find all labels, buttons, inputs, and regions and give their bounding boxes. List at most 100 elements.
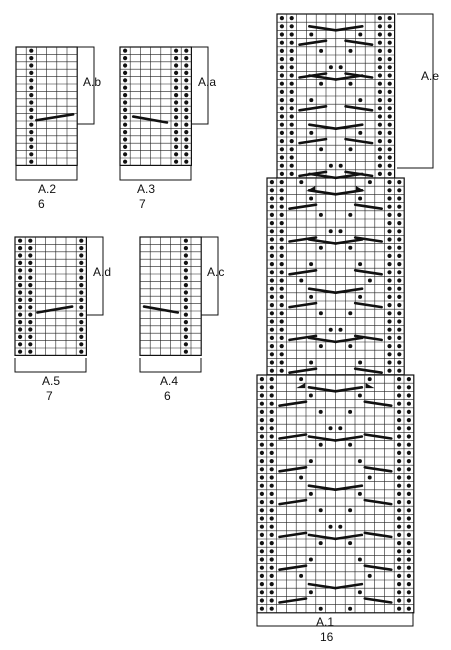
a5-purl-dot — [18, 297, 23, 302]
a2-purl-dot — [29, 93, 34, 98]
a3-purl-dot — [184, 144, 189, 149]
a1-bottom-purl-dot — [308, 491, 313, 496]
a1-bottom-purl-dot — [269, 573, 274, 579]
a1-bottom-purl-dot — [406, 467, 411, 472]
a1-bottom-purl-dot — [269, 532, 274, 538]
a3-purl-dot — [123, 115, 128, 120]
a2-purl-dot — [29, 159, 34, 164]
a1-top-purl-dot — [279, 40, 284, 45]
a1-top-purl-dot — [387, 155, 392, 160]
a3-purl-dot — [184, 137, 189, 142]
a3-purl-dot — [174, 70, 179, 75]
a1-bottom-purl-dot — [259, 467, 264, 472]
a1-bottom-purl-dot — [259, 557, 264, 562]
a1-bottom-purl-dot — [406, 475, 411, 480]
a1-top-purl-dot — [387, 130, 392, 135]
a1-bottom-purl-dot — [397, 401, 402, 406]
a1-top-purl-dot — [387, 24, 392, 29]
a2-cable-symbol — [35, 113, 75, 122]
a1-middle-cable-left — [288, 203, 318, 210]
a1-bottom-purl-dot — [397, 557, 402, 562]
a5-purl-dot — [18, 349, 23, 354]
a1-bottom-purl-dot — [357, 590, 362, 595]
a3-purl-dot — [184, 63, 189, 68]
a1-bottom-purl-dot — [299, 377, 304, 382]
a3-purl-dot — [174, 115, 179, 120]
a1-bottom-purl-dot — [397, 532, 402, 538]
a5-purl-dot — [18, 290, 23, 295]
a1-bottom-purl-dot — [269, 598, 274, 603]
a1-middle-purl-dot — [299, 180, 304, 185]
a1-bottom-purl-dot — [397, 393, 402, 398]
a4-purl-dot — [183, 297, 188, 302]
a1-bottom-purl-dot — [397, 582, 402, 587]
a1-middle-purl-dot — [348, 245, 353, 250]
a1-bottom-purl-dot — [367, 573, 372, 578]
a1-top-purl-dot — [289, 40, 294, 45]
chart-a1-section-top — [276, 13, 396, 179]
a1-top-purl-dot — [279, 24, 284, 29]
a1-top-purl-dot — [377, 106, 382, 111]
a5-purl-dot — [28, 238, 33, 243]
chart-grids — [14, 13, 415, 614]
a3-purl-dot — [174, 144, 179, 149]
a1-bottom-purl-dot — [397, 426, 402, 431]
a5-purl-dot — [79, 327, 84, 332]
a1-bottom-purl-dot — [299, 573, 304, 578]
a1-bottom-purl-dot — [397, 467, 402, 472]
a1-middle-cable-left — [288, 367, 318, 375]
a1-width-bracket — [256, 612, 414, 627]
a1-middle-purl-dot — [269, 319, 274, 324]
a1-top-cable-center-right — [334, 172, 364, 180]
a1-bottom-purl-dot — [269, 483, 274, 488]
a3-purl-dot — [174, 85, 179, 90]
a3-purl-dot — [174, 159, 179, 164]
a1-top-purl-dot — [387, 81, 392, 86]
a5-purl-dot — [18, 342, 23, 347]
a1-top-purl-dot — [289, 73, 294, 78]
a1-middle-purl-dot — [328, 327, 333, 332]
a1-middle-cable-center-left — [307, 336, 337, 344]
a5-cable-symbol — [36, 305, 74, 314]
a1-middle-purl-dot — [367, 180, 372, 185]
a1-middle-purl-dot — [269, 278, 274, 283]
a5-purl-dot — [28, 297, 33, 302]
a1-top-purl-dot — [387, 114, 392, 119]
a1-top-cable-right — [344, 39, 374, 47]
a1-bottom-cable-center-right — [334, 435, 364, 442]
a1-top-purl-dot — [279, 16, 284, 21]
a1-middle-purl-dot — [318, 311, 323, 316]
a5-purl-dot — [28, 283, 33, 288]
a1-bottom-purl-dot — [406, 606, 411, 611]
a1-middle-purl-dot — [318, 344, 323, 349]
a1-top-purl-dot — [377, 73, 382, 78]
a1-bottom-purl-dot — [269, 434, 274, 439]
a2-repeat-bracket — [77, 46, 95, 125]
a1-bottom-cable-center-right — [334, 484, 364, 492]
a5-purl-dot — [79, 268, 84, 273]
a1-middle-cable-right — [353, 301, 383, 309]
a4-cable-symbol — [142, 305, 180, 314]
a1-middle-purl-dot — [279, 188, 284, 193]
a3-purl-dot — [123, 63, 128, 68]
a1-bottom-purl-dot — [406, 516, 411, 521]
a1-top-purl-dot — [387, 106, 392, 111]
a1-middle-purl-dot — [387, 335, 392, 340]
a1-bottom-cable-left — [278, 433, 308, 440]
a1-middle-purl-dot — [279, 212, 284, 217]
a1-top-purl-dot — [387, 89, 392, 94]
a1-bottom-cable-center-left — [307, 582, 337, 590]
a1-middle-purl-dot — [269, 204, 274, 209]
a1-middle-cable-center-right — [334, 238, 364, 245]
a1-top-purl-dot — [377, 171, 382, 176]
a3-purl-dot — [174, 48, 179, 53]
a1-bottom-purl-dot — [406, 459, 411, 464]
a1-bottom-purl-dot — [308, 590, 313, 595]
a1-middle-cable-left — [288, 334, 318, 342]
a4-purl-dot — [183, 327, 188, 332]
a4-purl-dot — [183, 305, 188, 310]
a1-middle-purl-dot — [397, 245, 402, 250]
a2-purl-dot — [29, 56, 34, 61]
a1-middle-purl-dot — [279, 335, 284, 340]
a3-purl-dot — [184, 159, 189, 164]
